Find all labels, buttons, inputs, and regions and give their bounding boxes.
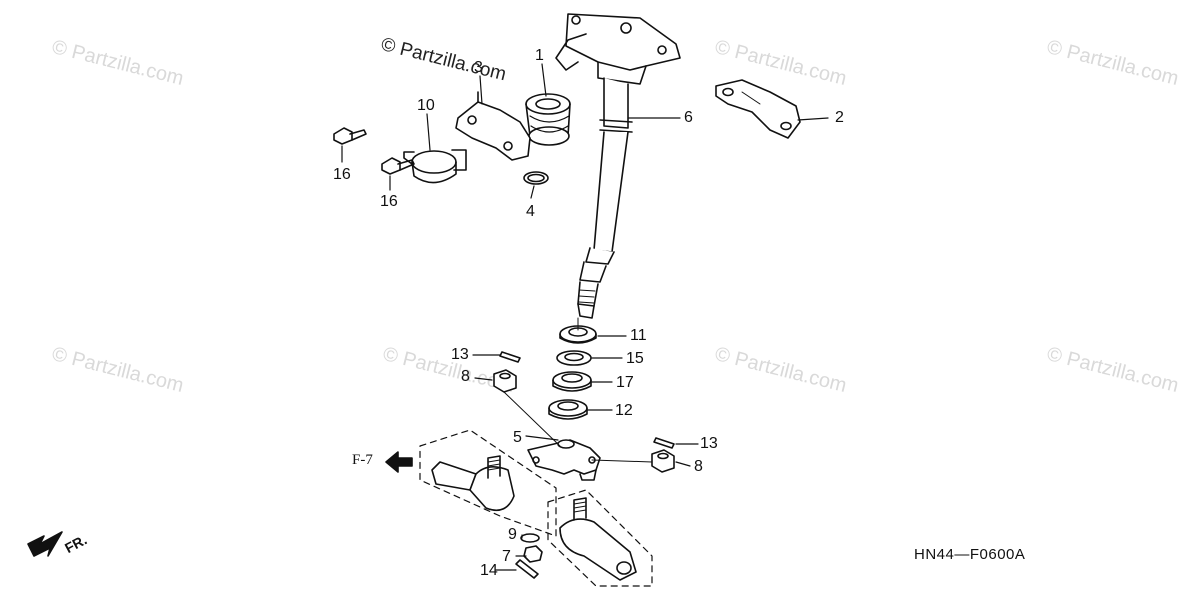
bushing-part	[525, 93, 571, 146]
callout-number: 16	[333, 166, 351, 183]
lower-arm-part	[527, 439, 601, 481]
callout-number: 13	[451, 346, 469, 363]
holder-part	[455, 91, 531, 161]
callout-number: 13	[700, 435, 718, 452]
callout-number: 8	[461, 368, 470, 385]
cotter-pin-part	[499, 351, 675, 579]
callout-number: 6	[684, 109, 693, 126]
nut-part	[493, 369, 675, 473]
tie-rod-end-right	[547, 489, 653, 587]
washer-part	[520, 533, 543, 563]
tie-rod-end-left	[419, 429, 557, 537]
steering-shaft-part	[555, 13, 681, 319]
callout-number: 9	[508, 526, 517, 543]
callout-number: 11	[630, 327, 647, 344]
bolt-part	[333, 127, 415, 175]
callout-number: 10	[417, 97, 435, 114]
callout-number: 5	[513, 429, 522, 446]
clamp-part	[403, 149, 467, 184]
callout-leaders	[341, 63, 829, 571]
fig-reference: F-7	[352, 452, 373, 468]
callout-number: 8	[694, 458, 703, 475]
callout-number: 15	[626, 350, 644, 367]
bearing-stack	[548, 325, 597, 420]
callout-number: 2	[835, 109, 844, 126]
diagram-code: HN44—F0600A	[914, 546, 1026, 563]
callout-number: 14	[480, 562, 498, 579]
callout-number: 4	[526, 203, 535, 220]
cover-plate-part	[715, 79, 801, 139]
fig-ref-arrow-icon	[385, 451, 413, 473]
assembly-lines	[503, 317, 653, 463]
callout-number: 3	[474, 59, 483, 76]
callout-number: 1	[535, 47, 544, 64]
front-arrow-icon	[27, 531, 63, 557]
callout-number: 12	[615, 402, 633, 419]
callout-number: 16	[380, 193, 398, 210]
callout-number: 17	[616, 374, 634, 391]
circlip-part	[523, 171, 549, 185]
callout-number: 7	[502, 548, 511, 565]
